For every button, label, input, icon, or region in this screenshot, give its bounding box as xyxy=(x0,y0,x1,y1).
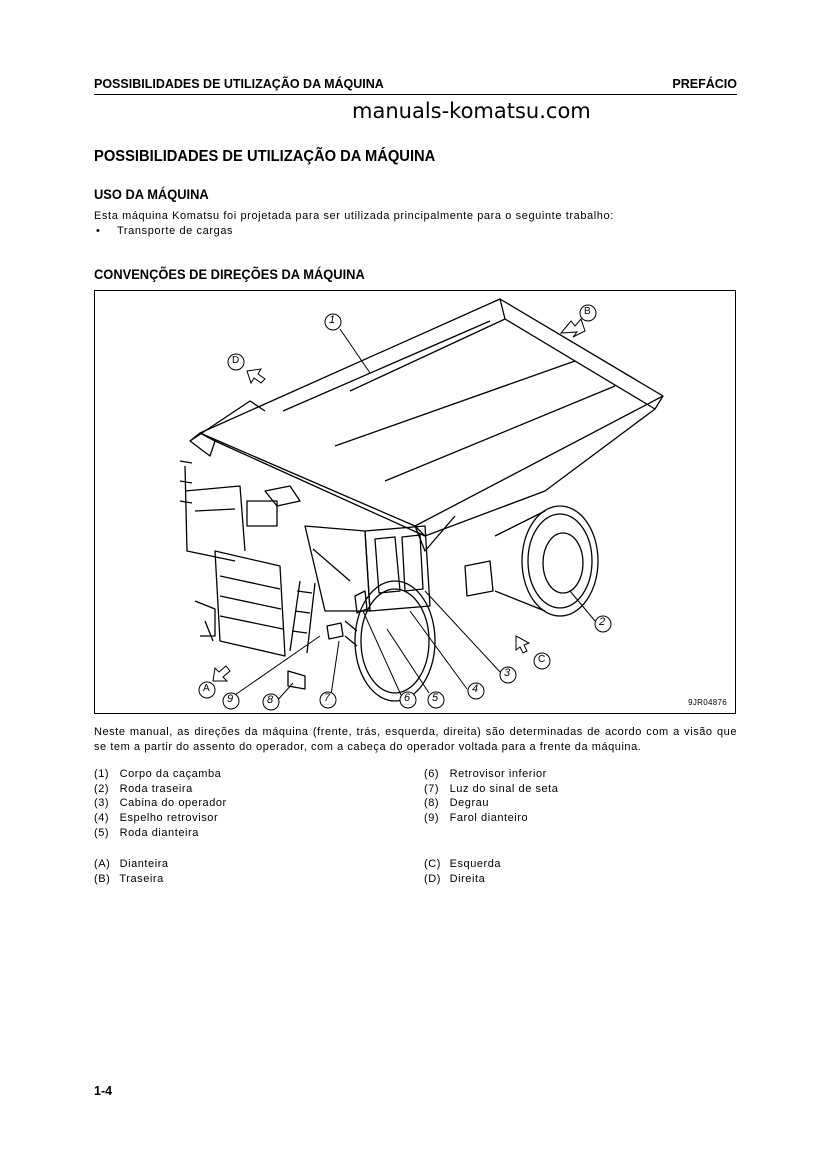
callout-8: 8 xyxy=(267,694,274,706)
legend-item: (1) Corpo da caçamba xyxy=(94,768,222,780)
callout-7: 7 xyxy=(324,692,331,704)
callout-D: D xyxy=(232,355,240,366)
callout-3: 3 xyxy=(504,667,511,679)
step-ladder xyxy=(289,580,316,654)
dump-truck-illustration xyxy=(179,298,664,711)
arrow-left-icon xyxy=(515,635,531,654)
legend-item: (9) Farol dianteiro xyxy=(424,812,529,824)
legend-item: (8) Degrau xyxy=(424,797,489,809)
watermark: manuals-komatsu.com xyxy=(352,99,591,123)
legend-item: (7) Luz do sinal de seta xyxy=(424,783,559,795)
machine-direction-figure: 1 2 3 4 5 6 7 8 9 A B C D 9JR04876 xyxy=(94,290,736,714)
header-rule xyxy=(94,94,737,95)
callout-2: 2 xyxy=(599,616,606,628)
front-wheel xyxy=(354,580,436,702)
section-heading-convencoes: CONVENÇÕES DE DIREÇÕES DA MÁQUINA xyxy=(94,266,365,282)
page-title: POSSIBILIDADES DE UTILIZAÇÃO DA MÁQUINA xyxy=(94,148,436,165)
page-number: 1-4 xyxy=(94,1084,113,1098)
legend-item: (6) Retrovisor inferior xyxy=(424,768,547,780)
arrow-front-icon xyxy=(212,665,231,682)
description-paragraph: Neste manual, as direções da máquina (fr… xyxy=(94,726,737,753)
legend-item: (5) Roda dianteira xyxy=(94,827,199,839)
rear-wheel xyxy=(521,505,599,617)
header-chapter-title: PREFÁCIO xyxy=(672,77,737,91)
section-intro: Esta máquina Komatsu foi projetada para … xyxy=(94,210,614,222)
callout-A: A xyxy=(203,683,210,694)
bullet-marker: • xyxy=(96,225,101,237)
callout-9: 9 xyxy=(227,693,234,705)
legend-item: (3) Cabina do operador xyxy=(94,797,227,809)
callout-C: C xyxy=(538,654,546,665)
front-grille xyxy=(214,550,286,657)
legend-item: (4) Espelho retrovisor xyxy=(94,812,219,824)
figure-code: 9JR04876 xyxy=(688,698,727,707)
legend-item: (2) Roda traseira xyxy=(94,783,193,795)
legend-item: (B) Traseira xyxy=(94,873,164,885)
callout-4: 4 xyxy=(472,683,479,695)
callout-B: B xyxy=(584,306,591,317)
legend-item: (D) Direita xyxy=(424,873,486,885)
arrow-rear-icon xyxy=(559,318,586,338)
legend-item: (A) Dianteira xyxy=(94,858,169,870)
callout-5: 5 xyxy=(432,692,439,704)
callout-6: 6 xyxy=(404,692,411,704)
arrow-right-icon xyxy=(246,368,266,385)
section-heading-uso: USO DA MÁQUINA xyxy=(94,186,209,202)
legend-item: (C) Esquerda xyxy=(424,858,502,870)
callout-1: 1 xyxy=(329,314,336,326)
header-section-title: POSSIBILIDADES DE UTILIZAÇÃO DA MÁQUINA xyxy=(94,77,384,91)
bullet-item: Transporte de cargas xyxy=(117,225,234,237)
